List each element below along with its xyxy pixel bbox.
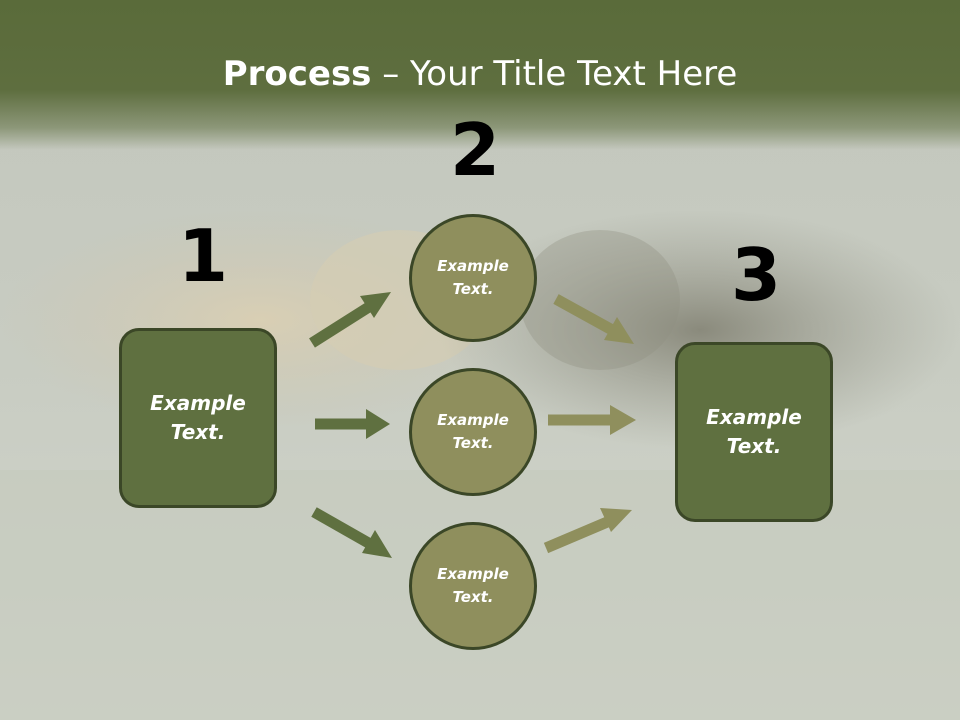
arrow-left-middle	[315, 409, 390, 439]
box-label-line2: Text.	[170, 420, 226, 444]
title-bar	[0, 0, 960, 150]
arrow-right-down	[543, 508, 632, 554]
box-label-line2: Text.	[726, 434, 782, 458]
circle-label-line2: Text.	[452, 588, 494, 606]
arrow-left-down	[311, 507, 392, 558]
title-bold: Process	[222, 54, 372, 94]
process-box-start: Example Text.	[119, 328, 277, 508]
circle-label-line2: Text.	[452, 280, 494, 298]
box-label-line1: Example	[706, 405, 802, 429]
process-circle-middle: Example Text.	[409, 368, 537, 496]
arrow-right-up	[553, 294, 634, 344]
title-rest: – Your Title Text Here	[371, 54, 738, 94]
step-number-2: 2	[450, 108, 501, 192]
circle-label-line1: Example	[437, 257, 509, 275]
circle-label-line1: Example	[437, 411, 509, 429]
process-circle-top: Example Text.	[409, 214, 537, 342]
process-box-end: Example Text.	[675, 342, 833, 522]
box-label-line1: Example	[150, 391, 246, 415]
arrow-right-middle	[548, 405, 636, 435]
step-number-1: 1	[178, 214, 229, 298]
step-number-3: 3	[731, 233, 782, 317]
circle-label-line1: Example	[437, 565, 509, 583]
slide-title: Process – Your Title Text Here	[0, 54, 960, 94]
process-circle-bottom: Example Text.	[409, 522, 537, 650]
arrow-left-up	[309, 292, 391, 348]
circle-label-line2: Text.	[452, 434, 494, 452]
